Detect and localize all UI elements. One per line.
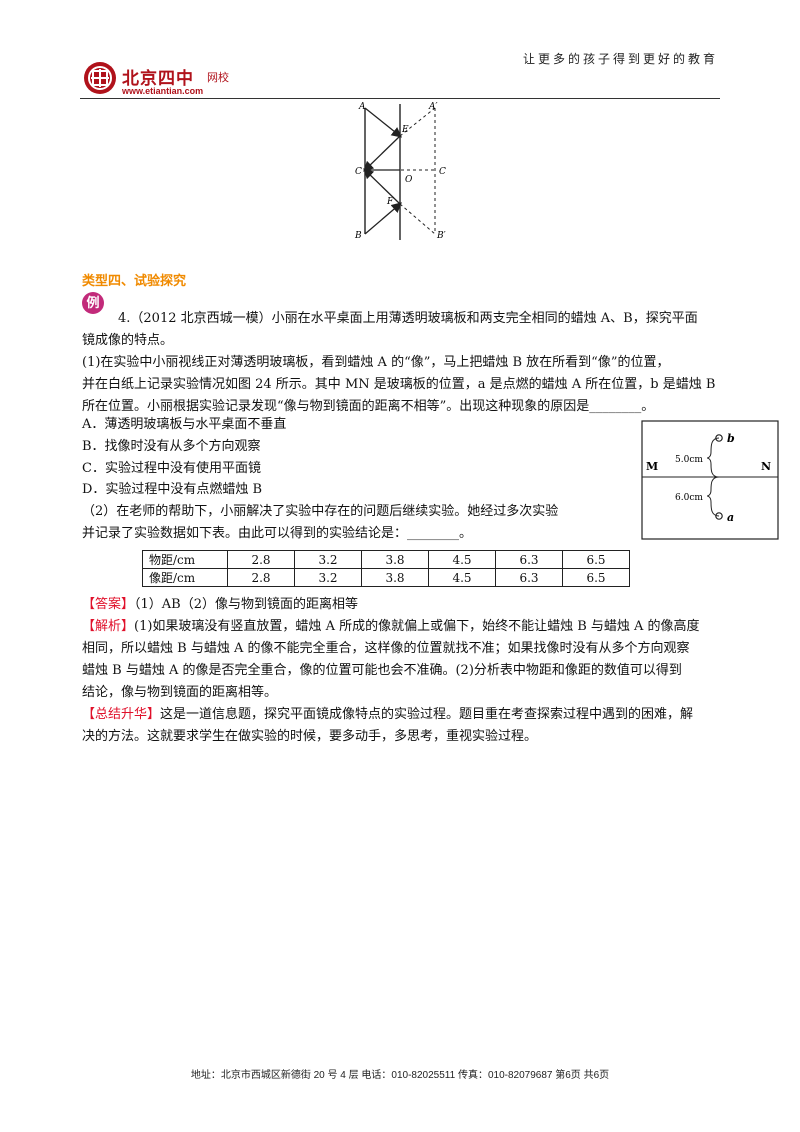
answer-tag: 【答案】 (82, 597, 135, 612)
mirror-reflection-figure: A A′ E C O C F B B′ (354, 102, 446, 241)
label-M: M (646, 460, 658, 473)
analysis-tag: 【解析】 (82, 619, 135, 634)
analysis-line3: 蜡烛 B 与蜡烛 A 的像是否完全重合，像的位置可能也会不准确。(2)分析表中物… (82, 663, 682, 678)
experiment-record-figure: M N b a 5.0cm 6.0cm (641, 420, 779, 540)
option-b: B．找像时没有从多个方向观察 (82, 439, 261, 454)
table-cell: 6.3 (495, 568, 563, 587)
table-cell: 6.5 (562, 550, 630, 569)
table-cell: 3.2 (294, 550, 362, 569)
label-O: O (405, 175, 413, 185)
table-cell: 4.5 (428, 550, 496, 569)
section-title: 类型四、试验探究 (82, 273, 187, 288)
option-d: D．实验过程中没有点燃蜡烛 B (82, 482, 263, 497)
distance-top: 5.0cm (675, 455, 703, 465)
question-intro-line2: 镜成像的特点。 (82, 333, 174, 348)
label-F: F (386, 197, 394, 207)
table-cell: 2.8 (227, 550, 295, 569)
logo-icon (84, 62, 116, 94)
header-rule (80, 98, 720, 99)
table-row: 物距/cm 2.8 3.2 3.8 4.5 6.3 6.5 (142, 550, 630, 569)
logo-name: 北京四中 (122, 69, 194, 88)
question-part1-line1: (1)在实验中小丽视线正对薄透明玻璃板，看到蜡烛 A 的“像”，马上把蜡烛 B … (82, 355, 670, 370)
header-slogan: 让更多的孩子得到更好的教育 (522, 52, 718, 66)
table-row-header: 像距/cm (142, 568, 228, 587)
summary-tag: 【总结升华】 (82, 707, 161, 722)
table-cell: 2.8 (227, 568, 295, 587)
label-b: b (727, 432, 735, 445)
summary-line2: 决的方法。这就要求学生在做实验的时候，要多动手，多思考，重视实验过程。 (82, 729, 538, 744)
distance-bottom: 6.0cm (675, 493, 703, 503)
table-row-header: 物距/cm (142, 550, 228, 569)
analysis-line1: 【解析】(1)如果玻璃没有竖直放置，蜡烛 A 所成的像就偏上或偏下，始终不能让蜡… (82, 616, 700, 638)
option-a: A．薄透明玻璃板与水平桌面不垂直 (82, 417, 287, 432)
label-N: N (761, 460, 771, 473)
page-footer: 地址：北京市西城区新德街 20 号 4 层 电话：010-82025511 传真… (190, 1070, 610, 1081)
table-cell: 6.3 (495, 550, 563, 569)
table-cell: 3.2 (294, 568, 362, 587)
question-part2-line2: 并记录了实验数据如下表。由此可以得到的实验结论是：________。 (82, 526, 473, 541)
summary-line1: 【总结升华】这是一道信息题，探究平面镜成像特点的实验过程。题目重在考查探索过程中… (82, 704, 693, 726)
table-cell: 6.5 (562, 568, 630, 587)
analysis-text-1: (1)如果玻璃没有竖直放置，蜡烛 A 所成的像就偏上或偏下，始终不能让蜡烛 B … (134, 619, 700, 634)
question-part1-line2: 并在白纸上记录实验情况如图 24 所示。其中 MN 是玻璃板的位置，a 是点燃的… (82, 377, 716, 392)
option-c: C．实验过程中没有使用平面镜 (82, 461, 261, 476)
experiment-data-table: 物距/cm 2.8 3.2 3.8 4.5 6.3 6.5 像距/cm 2.8 … (142, 550, 630, 587)
question-part2-line1: （2）在老师的帮助下，小丽解决了实验中存在的问题后继续实验。她经过多次实验 (82, 504, 559, 519)
label-B: B (354, 231, 362, 241)
logo-url: www.etiantian.com (122, 86, 204, 96)
table-cell: 3.8 (361, 550, 429, 569)
answer-text: （1）AB（2）像与物到镜面的距离相等 (134, 597, 358, 612)
label-A: A (358, 102, 366, 112)
answer: 【答案】（1）AB（2）像与物到镜面的距离相等 (82, 594, 358, 616)
label-a: a (727, 511, 734, 524)
label-A-prime: A′ (428, 102, 438, 112)
question-part1-line3: 所在位置。小丽根据实验记录发现“像与物到镜面的距离不相等”。出现这种现象的原因是… (82, 399, 655, 414)
label-C-left: C (355, 167, 362, 177)
table-cell: 3.8 (361, 568, 429, 587)
example-badge: 例 (82, 292, 104, 314)
summary-text-1: 这是一道信息题，探究平面镜成像特点的实验过程。题目重在考查探索过程中遇到的困难，… (160, 707, 694, 722)
analysis-line4: 结论，像与物到镜面的距离相等。 (82, 685, 278, 700)
table-row: 像距/cm 2.8 3.2 3.8 4.5 6.3 6.5 (142, 568, 630, 587)
logo-subtitle: 网校 (207, 72, 229, 84)
analysis-line2: 相同，所以蜡烛 B 与蜡烛 A 的像不能完全重合，这样像的位置就找不准；如果找像… (82, 641, 690, 656)
question-intro-line1: 4.（2012 北京西城一模）小丽在水平桌面上用薄透明玻璃板和两支完全相同的蜡烛… (118, 311, 698, 326)
label-E: E (401, 125, 409, 135)
label-B-prime: B′ (436, 231, 446, 241)
label-C-right: C (439, 167, 446, 177)
table-cell: 4.5 (428, 568, 496, 587)
